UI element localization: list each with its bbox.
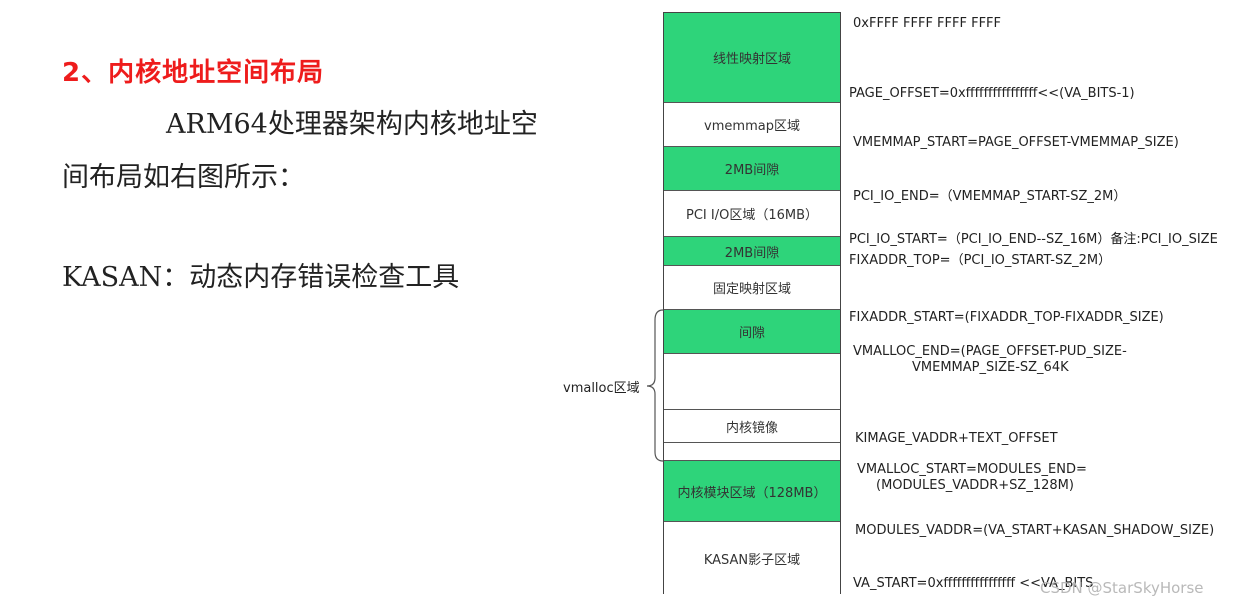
block-vmalloc-empty [664,354,840,410]
memory-layout-diagram: 线性映射区域 vmemmap区域 2MB间隙 PCI I/O区域（16MB） 2… [663,12,841,595]
annotation-pci-io-start: PCI_IO_START=（PCI_IO_END--SZ_16M）备注:PCI_… [849,232,1218,247]
kasan-text: KASAN：动态内存错误检查工具 [62,262,460,293]
block-gap-2mb-2: 2MB间隙 [664,237,840,266]
annotation-top-address: 0xFFFF FFFF FFFF FFFF [853,16,1002,31]
annotation-fixaddr-top: FIXADDR_TOP=（PCI_IO_START-SZ_2M） [849,253,1112,268]
intro-text-line1: ARM64处理器架构内核地址空 [166,109,538,140]
block-gap: 间隙 [664,310,840,354]
annotation-modules-vaddr: MODULES_VADDR=(VA_START+KASAN_SHADOW_SIZ… [855,523,1215,538]
annotation-fixaddr-start: FIXADDR_START=(FIXADDR_TOP-FIXADDR_SIZE) [849,310,1164,325]
block-vmemmap: vmemmap区域 [664,103,840,147]
block-pci-io: PCI I/O区域（16MB） [664,191,840,237]
section-heading: 2、内核地址空间布局 [62,58,325,88]
annotation-vmalloc-end-line2: VMEMMAP_SIZE-SZ_64K [912,360,1069,375]
annotation-vmalloc-start-line2: (MODULES_VADDR+SZ_128M) [876,478,1074,493]
annotation-page-offset: PAGE_OFFSET=0xffffffffffffffff<<(VA_BITS… [849,86,1135,101]
watermark: CSDN @StarSkyHorse [1040,579,1204,597]
annotation-vmemmap-start: VMEMMAP_START=PAGE_OFFSET-VMEMMAP_SIZE) [853,135,1179,150]
block-gap-2mb-1: 2MB间隙 [664,147,840,191]
block-linear-map: 线性映射区域 [664,13,840,103]
intro-text-line2: 间布局如右图所示： [62,162,305,193]
annotation-vmalloc-start-line1: VMALLOC_START=MODULES_END= [857,462,1087,477]
block-modules: 内核模块区域（128MB） [664,461,840,522]
vmalloc-label: vmalloc区域 [563,381,640,396]
block-kernel-image: 内核镜像 [664,410,840,443]
annotation-pci-io-end: PCI_IO_END=（VMEMMAP_START-SZ_2M） [853,189,1127,204]
block-fixmap: 固定映射区域 [664,266,840,310]
block-kasan-shadow: KASAN影子区域 [664,522,840,595]
annotation-va-start: VA_START=0xffffffffffffffff <<VA_BITS [853,576,1094,591]
annotation-vmalloc-end-line1: VMALLOC_END=(PAGE_OFFSET-PUD_SIZE- [853,344,1127,359]
block-vmalloc-tail [664,443,840,461]
annotation-kimage-vaddr: KIMAGE_VADDR+TEXT_OFFSET [855,431,1058,446]
